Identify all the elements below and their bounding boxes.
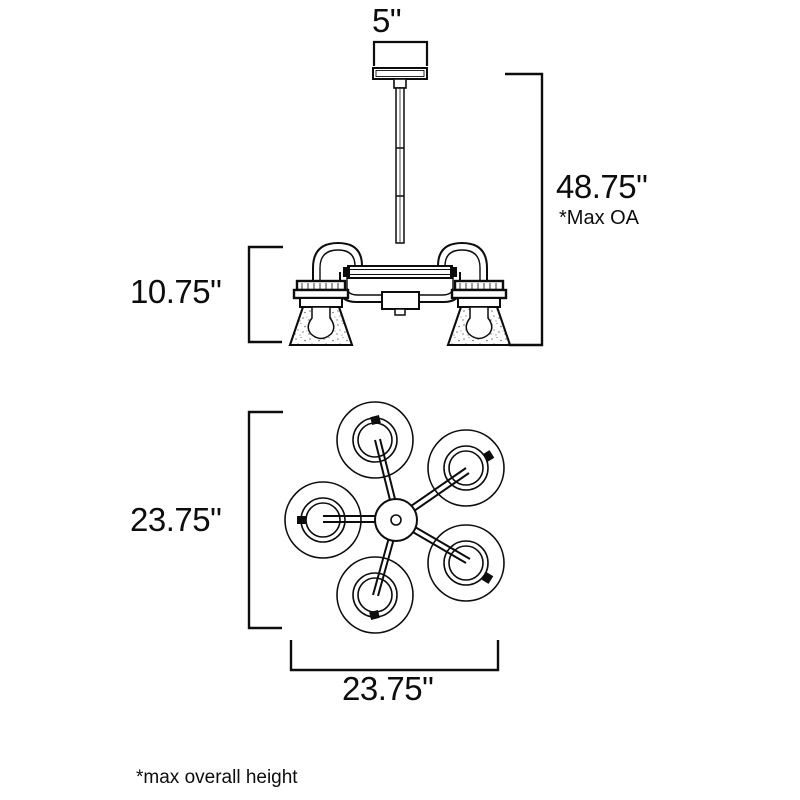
dimension-label-overall-height: 48.75" xyxy=(556,168,648,205)
center-hub xyxy=(374,498,418,542)
dimension-fixture-height xyxy=(247,245,283,344)
arm-left xyxy=(284,481,380,559)
elevation-view xyxy=(288,67,512,346)
dimension-plan-width xyxy=(289,640,500,672)
dimension-overall-height xyxy=(505,72,544,347)
plan-view xyxy=(284,401,505,634)
downrod-stem xyxy=(395,87,405,244)
glass-shade-right xyxy=(446,279,512,346)
dimension-label-fixture-height: 10.75" xyxy=(130,273,222,310)
glass-shade-left xyxy=(288,279,354,346)
dimension-label-canopy-width: 5" xyxy=(372,2,402,39)
footnote-max-overall-height: *max overall height xyxy=(136,767,298,788)
dimension-note-max-oa: *Max OA xyxy=(559,207,640,229)
ceiling-canopy xyxy=(372,67,428,89)
dimension-canopy-width xyxy=(372,40,429,66)
arm-upper-right xyxy=(397,429,505,521)
arm-lower-right xyxy=(398,519,505,602)
dimension-plan-height xyxy=(247,410,283,630)
dimension-label-plan-height: 23.75" xyxy=(130,501,222,538)
dimension-label-plan-width: 23.75" xyxy=(342,670,434,707)
